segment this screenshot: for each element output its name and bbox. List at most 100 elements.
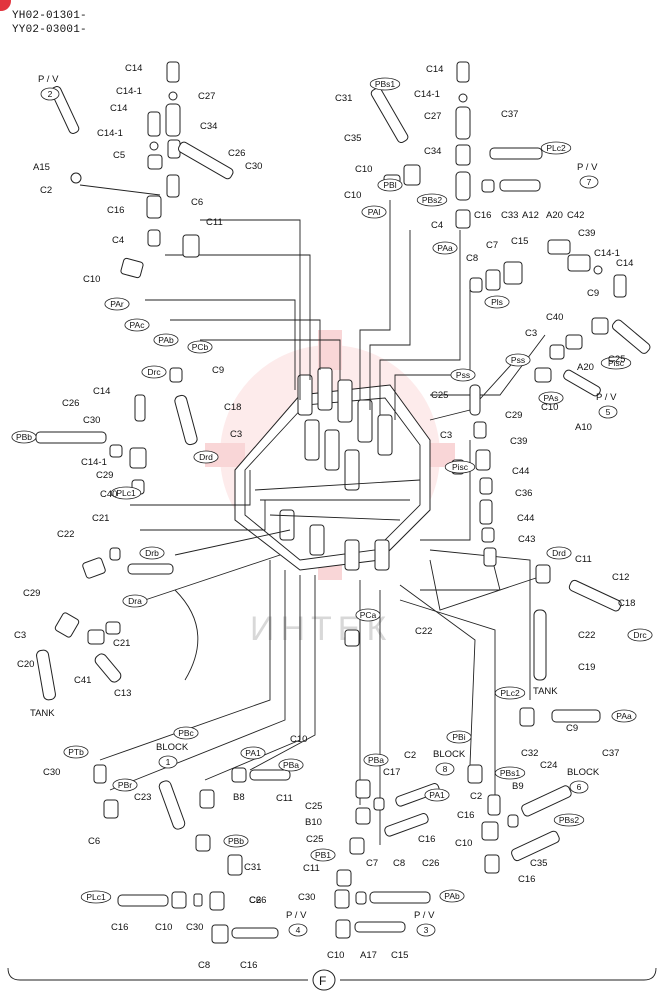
part-number-label: A20 [546,210,563,221]
part-number-label: C22 [57,529,74,540]
part-number-label: C13 [114,688,131,699]
port-label-text: PLc1 [86,892,106,902]
part-number-label: C32 [521,748,538,759]
part-number-label: C37 [501,109,518,120]
port-label-text: PAb [444,891,460,901]
part-number-label: C27 [198,91,215,102]
part-number-label: C10 [155,922,172,933]
port-label: PBs2 [553,813,585,827]
part-number-label: C36 [515,488,532,499]
port-label: Drd [546,546,572,560]
port-label: Drb [139,546,165,560]
tank-label: TANK [30,708,55,719]
part-number-label: C9 [587,288,599,299]
port-label: PBc [173,726,199,740]
callout: P / V3 [414,910,436,937]
part-number-label: C8 [198,960,210,971]
part-number-label: A12 [522,210,539,221]
port-label-text: PAa [616,711,632,721]
part-number-label: C14-1 [594,248,620,259]
part-number-label: C20 [17,659,34,670]
part-number-label: C17 [383,767,400,778]
port-label-text: PAb [158,335,174,345]
port-label: PAa [432,241,458,255]
part-number-label: A17 [360,950,377,961]
part-number-label: C10 [83,274,100,285]
port-label-text: PB1 [315,850,331,860]
port-label-text: PAl [368,207,381,217]
port-label-text: PTb [68,747,84,757]
port-label: Pls [484,295,510,309]
port-label-text: Drd [552,548,566,558]
part-number-label: C29 [96,470,113,481]
port-label: PBb [223,834,249,848]
port-label: PBa [363,753,389,767]
port-label: Drc [627,628,653,642]
port-label-text: Pisc [452,462,469,472]
fitting-group-left [35,367,199,701]
part-number-label: C16 [240,960,257,971]
part-number-label: C44 [512,466,529,477]
fitting-stack-right [455,61,651,397]
part-number-label: C16 [457,810,474,821]
part-number-label: C30 [43,767,60,778]
callout-number: 5 [606,407,611,417]
part-number-label: C26 [228,148,245,159]
part-number-label: C30 [83,415,100,426]
port-label: PLc2 [494,686,526,700]
part-number-label: B9 [512,781,524,792]
part-number-label: C35 [344,133,361,144]
part-number-label: C3 [14,630,26,641]
part-number-label: C15 [391,950,408,961]
callout-number: 2 [48,89,53,99]
fitting-group-right-lower [344,564,622,727]
port-label: Pisc [444,460,476,474]
port-label-text: PA1 [245,748,261,758]
part-number-label: C41 [74,675,91,686]
part-number-label: C14 [426,64,443,75]
part-number-label: C14-1 [116,86,142,97]
port-label-text: PAs [544,393,559,403]
callout-number: 7 [587,177,592,187]
part-number-label: C14 [616,258,633,269]
part-number-label: C14-1 [414,89,440,100]
port-label-text: Drb [145,548,159,558]
port-label: Dra [122,594,148,608]
fitting-column-right [451,384,497,567]
port-label-text: PBs1 [375,79,396,89]
callout-title: BLOCK [433,749,466,760]
port-label-text: Dra [128,596,142,606]
port-label-text: Pisc [608,358,625,368]
port-label: Drd [193,450,219,464]
part-number-label: C4 [112,235,124,246]
part-number-label: C26 [422,858,439,869]
model-code-2: YY02-03001- [12,24,87,36]
fitting-stack-left [50,61,234,279]
callout-title: BLOCK [567,767,600,778]
part-number-label: C16 [111,922,128,933]
port-label-text: PBc [178,728,194,738]
port-label-text: PBs1 [500,768,521,778]
port-label: PAr [104,297,130,311]
port-label-text: PBs2 [422,195,443,205]
callout-title: P / V [596,392,617,403]
port-label: PCa [355,608,381,622]
part-number-label: C10 [355,164,372,175]
port-label-text: PCb [192,342,209,352]
part-number-label: C16 [474,210,491,221]
part-number-label: C9 [212,365,224,376]
part-number-label: C14-1 [97,128,123,139]
port-label: PBs2 [416,193,448,207]
part-number-label: C8 [466,253,478,264]
port-label: PLc2 [540,141,572,155]
part-number-label: C16 [418,834,435,845]
parts-artwork [35,61,651,944]
part-number-label: B10 [305,817,322,828]
part-number-label: C6 [191,197,203,208]
port-label: PBa [278,758,304,772]
part-number-label: C37 [602,748,619,759]
fitting-group-bottom [93,764,572,944]
